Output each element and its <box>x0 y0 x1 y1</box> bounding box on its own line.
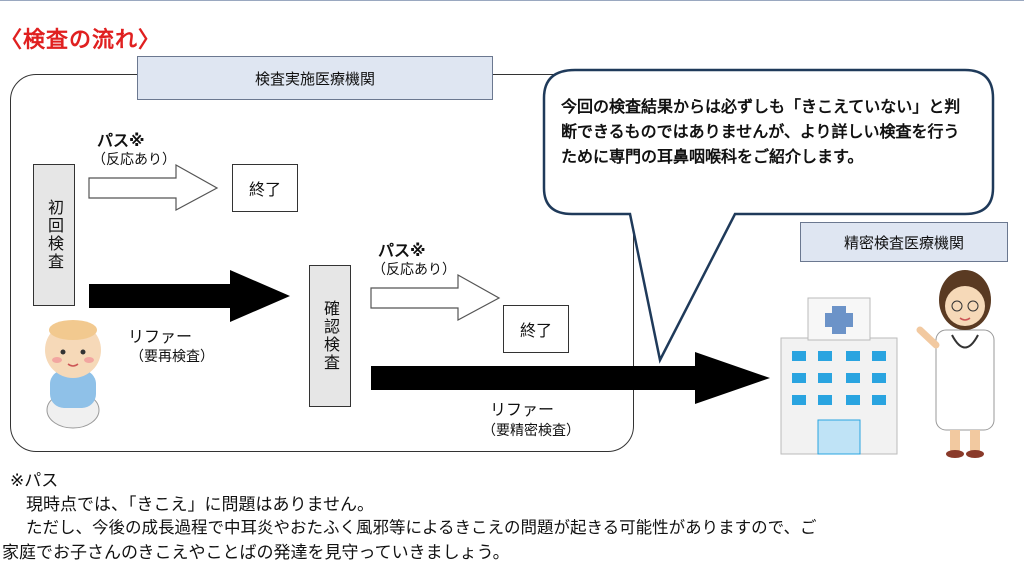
refer-sub-2: （要精密検査） <box>482 423 580 439</box>
facility-detail-label: 精密検査医療機関 <box>800 222 1008 262</box>
pass-arrow-2 <box>370 273 501 322</box>
pass-arrow-1 <box>88 163 219 212</box>
confirm-test-box: 確認検査 <box>309 265 351 407</box>
refer-arrow-2 <box>371 352 770 404</box>
pass-label-1: パス※ <box>97 131 145 150</box>
pass-sub-1: （反応あり） <box>92 152 176 168</box>
end-box-1: 終了 <box>232 164 298 212</box>
top-divider <box>0 0 1024 1</box>
facility-top-label: 検査実施医療機関 <box>137 56 493 100</box>
hospital-illustration <box>780 297 898 455</box>
pass-label-2: パス※ <box>378 241 426 260</box>
refer-label-2: リファー <box>490 400 555 419</box>
refer-arrow-1 <box>89 270 290 322</box>
first-test-box: 初回検査 <box>33 164 75 306</box>
doctor-illustration <box>916 270 995 458</box>
note-line-3: 家庭でお子さんのきこえやことばの発達を見守っていきましょう。 <box>2 543 510 563</box>
note-line-2: ただし、今後の成長過程で中耳炎やおたふく風邪等によるきこえの問題が起きる可能性が… <box>26 518 817 537</box>
refer-label-1: リファー <box>128 327 193 346</box>
page-title: 〈検査の流れ〉 <box>0 28 162 53</box>
note-line-1: 現時点では、「きこえ」に問題はありません。 <box>26 495 374 515</box>
baby-illustration <box>45 320 101 429</box>
refer-sub-1: （要再検査） <box>130 349 214 365</box>
end-box-2: 終了 <box>503 305 569 353</box>
speech-bubble-text: 今回の検査結果からは必ずしも「きこえていない」と判断できるものではありませんが、… <box>561 97 961 166</box>
pass-sub-2: （反応あり） <box>372 262 456 278</box>
speech-bubble <box>542 68 995 364</box>
note-heading: ※パス <box>10 471 59 491</box>
